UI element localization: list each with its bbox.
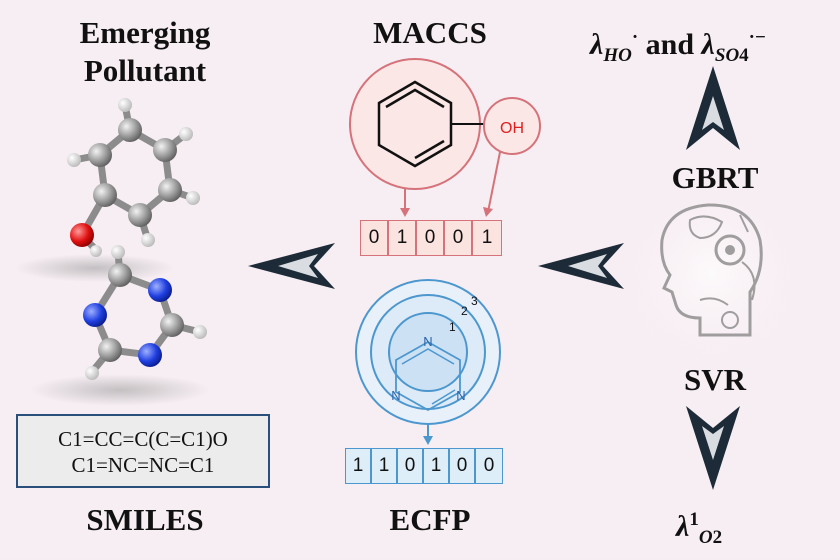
smiles-box: C1=CC=C(C=C1)O C1=NC=NC=C1	[16, 414, 270, 488]
ecfp-radius-2: 2	[461, 304, 468, 318]
ecfp-radius-3: 3	[471, 294, 478, 308]
ecfp-atom-n-left: N	[391, 388, 400, 403]
arrow-right-2	[538, 243, 624, 289]
lambda-sub-ho: HO	[603, 45, 632, 66]
lambda-sup-1: 1	[689, 509, 699, 530]
emerging-pollutant-title: Emerging Pollutant	[40, 14, 250, 90]
maccs-title: MACCS	[373, 15, 487, 50]
ecfp-bit: 0	[450, 449, 476, 483]
lambda-symbol-2: λ	[701, 28, 715, 61]
emerging-title-line2: Pollutant	[83, 53, 207, 88]
ecfp-bit: 1	[372, 449, 398, 483]
lambda-sup-dot: ·	[631, 27, 639, 48]
ecfp-bit: 1	[424, 449, 450, 483]
maccs-bit-vector: 0 1 0 0 1	[360, 220, 502, 256]
ecfp-radius-1: 1	[449, 320, 456, 334]
lambda-sub-2: 2	[712, 527, 723, 548]
ecfp-bit: 0	[476, 449, 502, 483]
maccs-bit: 0	[417, 221, 445, 255]
lambda-sub-o: O	[698, 527, 713, 548]
emerging-title-line1: Emerging	[79, 15, 211, 50]
oh-group-label: OH	[500, 120, 524, 137]
ecfp-atom-n-right: N	[456, 388, 465, 403]
ecfp-bit: 0	[398, 449, 424, 483]
gbrt-title: GBRT	[671, 160, 759, 195]
lambda-sub-4: 4	[739, 45, 749, 66]
maccs-bit: 0	[361, 221, 389, 255]
smiles-title: SMILES	[86, 502, 204, 537]
ecfp-bit: 1	[346, 449, 372, 483]
ecfp-title: ECFP	[389, 502, 471, 537]
arrow-down	[686, 406, 740, 490]
ecfp-structure	[355, 279, 501, 445]
ecfp-atom-n-top: N	[423, 334, 432, 349]
maccs-structure	[349, 58, 541, 217]
lambda-symbol: λ	[590, 28, 604, 61]
lambda-sup-charge: ·−	[748, 27, 766, 48]
ml-robot-illustration	[632, 202, 792, 362]
maccs-bit: 0	[445, 221, 473, 255]
maccs-bit: 1	[473, 221, 501, 255]
smiles-line-1: C1=CC=C(C=C1)O	[58, 427, 228, 451]
molecule-3d-model	[15, 98, 210, 406]
svr-title: SVR	[683, 362, 746, 397]
output-radical-rates-label: λHO· and λSO4·−	[590, 18, 766, 76]
ecfp-bit-vector: 1 1 0 1 0 0	[345, 448, 503, 484]
and-text: and	[638, 28, 702, 61]
lambda-symbol: λ	[676, 510, 690, 543]
arrow-up	[686, 66, 740, 150]
lambda-sub-so: SO	[714, 45, 740, 66]
smiles-line-2: C1=NC=NC=C1	[71, 453, 215, 477]
maccs-bit: 1	[389, 221, 417, 255]
arrow-right-1	[248, 243, 335, 289]
arrows	[248, 66, 740, 490]
output-singlet-oxygen-label: λ1O2	[676, 498, 722, 560]
